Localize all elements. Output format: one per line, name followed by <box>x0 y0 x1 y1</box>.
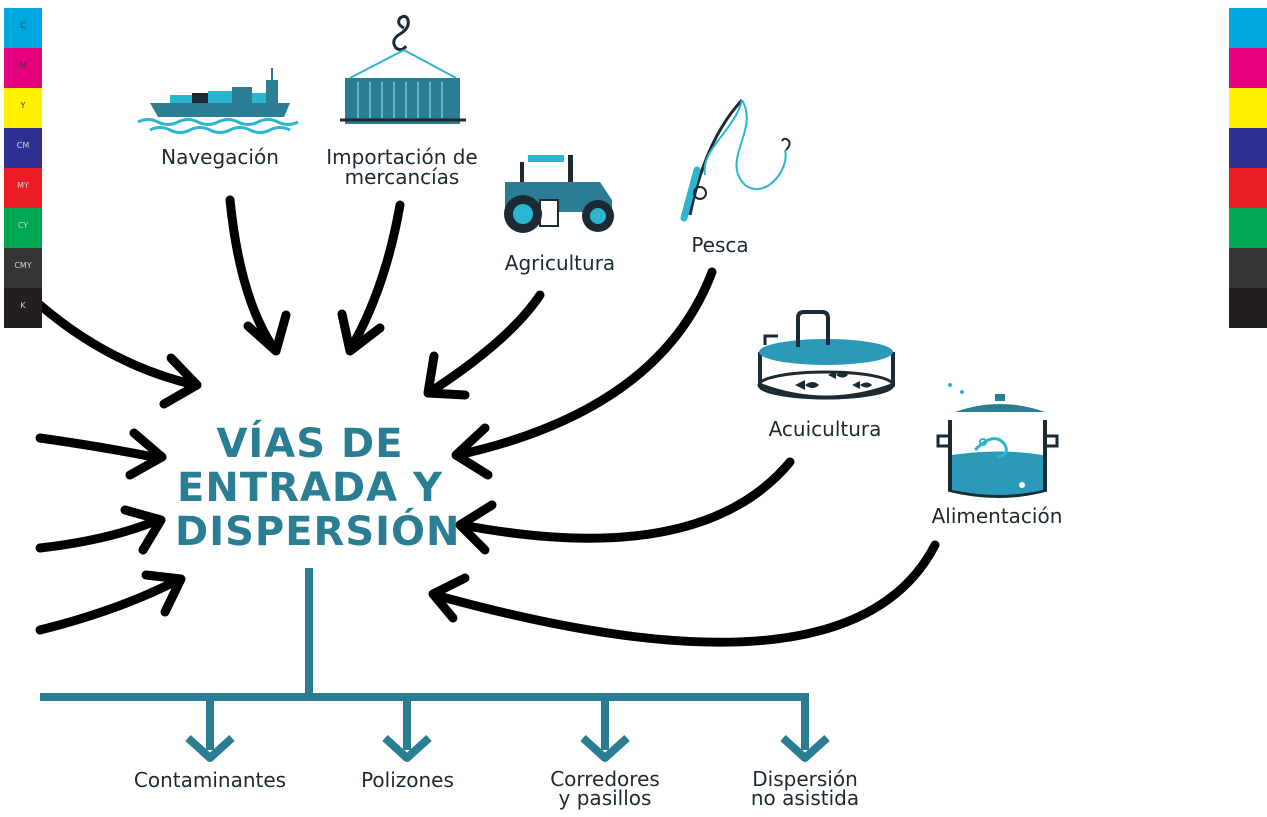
label-corredores: Corredores y pasillos <box>540 768 670 809</box>
color-swatch-label: K <box>20 301 26 310</box>
color-swatch-label: CM <box>16 141 30 150</box>
arrow-left-2 <box>35 433 163 463</box>
arrow-left-3-head <box>120 505 166 555</box>
color-swatch-left: Y <box>4 88 42 128</box>
arrow-left-3 <box>35 515 163 553</box>
label-agricultura: Agricultura <box>504 251 616 275</box>
arrow-left-1-head <box>159 353 202 409</box>
arrow-left-1 <box>35 300 200 390</box>
fishing-rod-icon <box>680 98 791 222</box>
label-dispersion-line-1: Dispersión <box>752 767 858 791</box>
color-swatch-left: M <box>4 48 42 88</box>
branch-corredores-head <box>580 735 630 762</box>
cooking-pot-icon <box>936 383 1059 498</box>
label-acuicultura: Acuicultura <box>768 417 882 441</box>
label-corredores-line-2: y pasillos <box>558 786 652 810</box>
label-pesca: Pesca <box>691 233 749 257</box>
label-importacion: Importación de mercancías <box>318 146 486 188</box>
arrow-importacion <box>345 200 405 355</box>
color-swatch-left: CMY <box>4 248 42 288</box>
color-swatch-label: CMY <box>14 261 32 270</box>
color-swatch-label: Y <box>20 101 26 110</box>
color-swatch-right <box>1229 88 1267 128</box>
color-swatch-right <box>1229 288 1267 328</box>
container-icon <box>340 14 466 124</box>
arrow-acuicultura-head <box>455 500 497 555</box>
branch-dispersion-head <box>780 735 830 762</box>
label-corredores-line-1: Corredores <box>550 767 660 791</box>
color-swatch-label: MY <box>17 181 29 190</box>
label-contaminantes: Contaminantes <box>133 768 287 792</box>
color-swatch-right <box>1229 248 1267 288</box>
arrow-acuicultura <box>457 457 795 543</box>
aquaculture-tank-icon <box>757 310 895 400</box>
title-line-2: ENTRADA Y <box>177 465 443 511</box>
color-swatch-label: CY <box>17 221 29 230</box>
arrow-agricultura-head <box>423 351 470 400</box>
arrow-agricultura <box>425 290 545 397</box>
label-navegacion: Navegación <box>161 145 279 169</box>
arrow-alimentacion <box>430 540 940 647</box>
color-swatch-left: CM <box>4 128 42 168</box>
label-dispersion-line-2: no asistida <box>750 786 860 810</box>
color-swatch-left: C <box>4 8 42 48</box>
label-importacion-line-2: mercancías <box>344 165 460 189</box>
label-polizones: Polizones <box>361 768 454 792</box>
arrow-pesca <box>453 267 717 460</box>
title-line-1: VÍAS DE <box>216 421 404 467</box>
color-swatch-right <box>1229 208 1267 248</box>
arrow-pesca-head <box>451 423 493 480</box>
branch-contaminantes-head <box>185 735 235 762</box>
title-line-3: DISPERSIÓN <box>175 509 461 555</box>
color-swatch-left: CY <box>4 208 42 248</box>
diagram-title: VÍAS DE ENTRADA Y DISPERSIÓN <box>175 421 461 555</box>
arrow-alimentacion-head <box>428 573 470 623</box>
color-swatch-left: MY <box>4 168 42 208</box>
label-dispersion: Dispersión no asistida <box>740 768 870 809</box>
color-swatch-left: K <box>4 288 42 328</box>
color-swatch-right <box>1229 128 1267 168</box>
ship-icon <box>137 68 299 134</box>
arrow-left-2-head <box>125 428 167 480</box>
arrow-importacion-head <box>337 309 385 356</box>
arrow-left-4-head <box>141 570 186 617</box>
label-alimentacion: Alimentación <box>931 504 1063 528</box>
color-swatch-right <box>1229 48 1267 88</box>
color-swatch-right <box>1229 8 1267 48</box>
color-swatch-label: C <box>20 21 26 30</box>
label-importacion-line-1: Importación de <box>326 145 478 169</box>
arrow-left-4 <box>35 575 183 635</box>
color-swatch-label: M <box>19 61 27 70</box>
arrow-navegacion-head <box>243 310 291 356</box>
branch-polizones-head <box>382 735 432 762</box>
color-swatch-right <box>1229 168 1267 208</box>
tractor-icon <box>504 155 614 233</box>
